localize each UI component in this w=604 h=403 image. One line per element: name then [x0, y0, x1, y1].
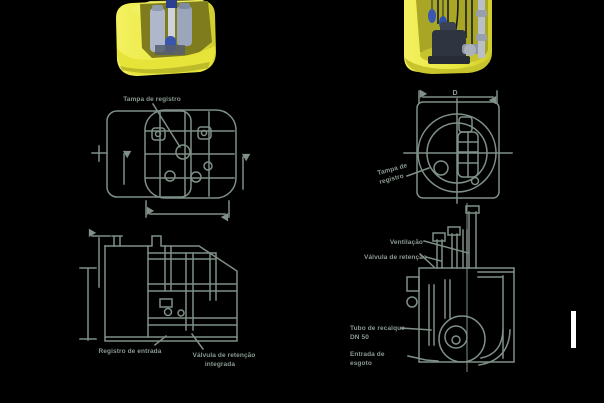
guide-rail	[478, 0, 485, 58]
callout-inlet-line1: Entrada de	[350, 351, 385, 358]
callout-check-valve-right: Válvula de retenção	[364, 254, 427, 261]
left-plan-view	[91, 102, 251, 222]
left-side-view	[79, 236, 238, 351]
right-plan-view	[403, 89, 513, 204]
callout-inlet-valve: Registro de entrada	[99, 348, 162, 355]
pumps-cutaway	[150, 0, 192, 55]
right-station-render	[404, 0, 492, 74]
scrollbar-thumb[interactable]	[571, 311, 576, 348]
float-switch	[428, 9, 436, 23]
left-station-render	[116, 0, 216, 76]
callout-discharge-line2: DN 50	[350, 334, 369, 341]
callout-check-valve-line2: integrada	[205, 361, 235, 368]
dim-label-d: D	[452, 90, 457, 97]
callout-inlet-line2: esgoto	[350, 360, 372, 367]
callout-discharge-line1: Tubo de recalque	[350, 325, 405, 332]
callout-vent: Ventilação	[390, 239, 423, 246]
callout-access-cover-left: Tampa de registro	[123, 96, 181, 103]
right-side-view	[400, 205, 515, 366]
submersible-pump	[428, 22, 470, 64]
callout-check-valve-line1: Válvula de retenção	[193, 352, 256, 359]
